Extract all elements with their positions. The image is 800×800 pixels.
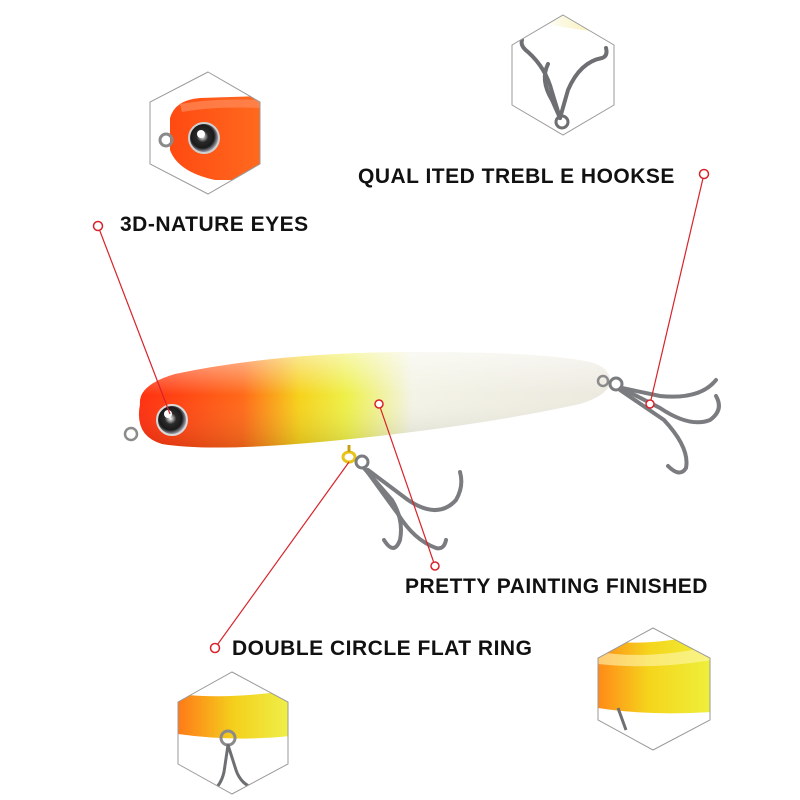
lure-eye	[156, 404, 188, 436]
paint-thumbnail-hexagon	[597, 627, 711, 751]
callout-label-eyes: 3D-NATURE EYES	[120, 213, 309, 236]
callout-label-treble-hooks: QUAL ITED TREBL E HOOKSE	[358, 165, 675, 188]
ring-thumbnail-hexagon	[177, 671, 289, 795]
line-tie-ring	[123, 426, 139, 442]
fishing-lure	[123, 352, 721, 551]
callout-label-painting: PRETTY PAINTING FINISHED	[405, 575, 708, 598]
double-ring	[341, 450, 357, 464]
eye-thumbnail-hexagon	[149, 71, 261, 195]
callout-lines	[92, 168, 710, 654]
hook-thumbnail-hexagon	[511, 14, 615, 136]
callout-label-ring: DOUBLE CIRCLE FLAT RING	[232, 637, 533, 660]
belly-treble-hook	[354, 454, 464, 551]
tail-treble-hook	[608, 376, 721, 475]
